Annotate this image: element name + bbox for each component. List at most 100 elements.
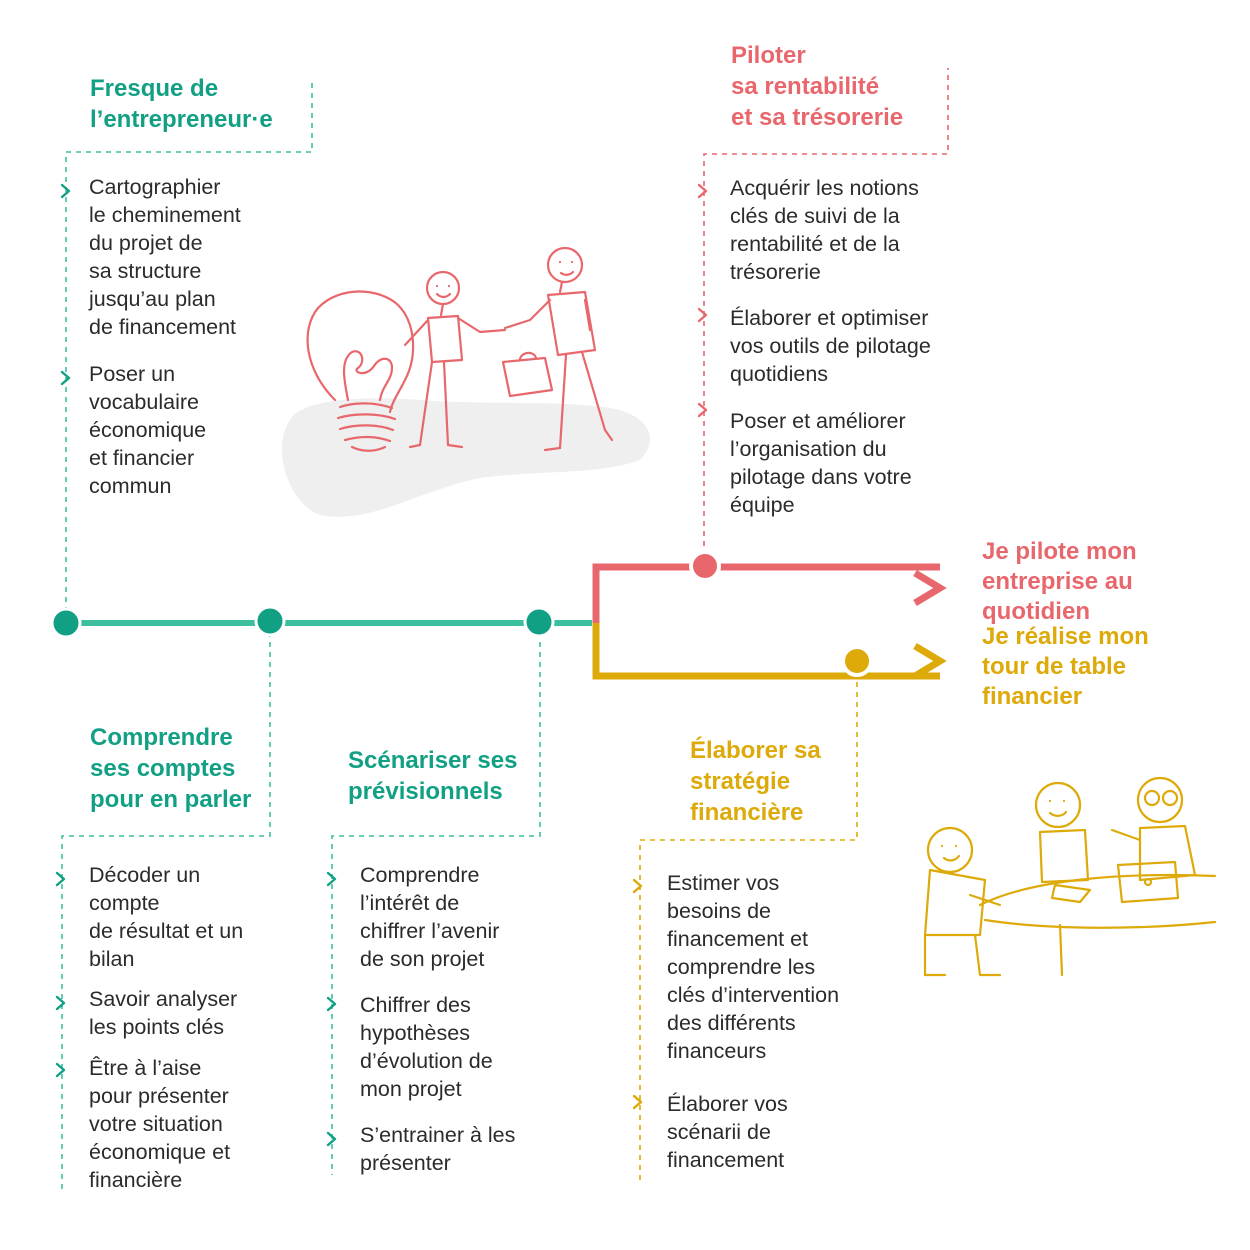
chevron-right-icon — [632, 1094, 643, 1110]
item-line: des différents — [667, 1011, 796, 1035]
item-line: comprendre les — [667, 955, 816, 979]
item-line: du projet de — [89, 231, 203, 255]
item-line: sa structure — [89, 259, 202, 283]
list-item: Cartographier le cheminement du projet d… — [89, 173, 241, 341]
list-item: Comprendre l’intérêt de chiffrer l’aveni… — [360, 861, 499, 973]
title-line: Scénariser ses — [348, 747, 518, 774]
item-line: les points clés — [89, 1015, 225, 1039]
connector-fresque — [65, 82, 313, 612]
module-title-previsionnels: Scénariser ses prévisionnels — [348, 745, 517, 807]
item-line: scénarii de — [667, 1120, 771, 1144]
item-line: économique et — [89, 1140, 231, 1164]
title-line: prévisionnels — [348, 778, 503, 805]
item-line: présenter — [360, 1151, 451, 1175]
item-line: compte — [89, 891, 160, 915]
item-line: bilan — [89, 947, 135, 971]
item-line: clés d’intervention — [667, 983, 840, 1007]
chevron-right-icon — [55, 995, 66, 1011]
item-line: quotidiens — [730, 362, 829, 386]
item-line: vos outils de pilotage — [730, 334, 931, 358]
item-line: Élaborer vos — [667, 1092, 788, 1116]
item-line: pilotage dans votre — [730, 465, 912, 489]
title-line: stratégie — [690, 768, 791, 795]
title-line: pour en parler — [90, 786, 252, 813]
chevron-right-icon — [326, 871, 337, 887]
item-line: d’évolution de — [360, 1049, 493, 1073]
item-line: jusqu’au plan — [89, 287, 216, 311]
chevron-right-icon — [55, 1062, 66, 1078]
list-item: Savoir analyser les points clés — [89, 985, 237, 1041]
outcome-line: Je pilote mon — [982, 538, 1137, 565]
node-piloter — [689, 550, 721, 582]
outcome-pilote: Je pilote mon entreprise au quotidien — [982, 537, 1137, 627]
title-line: sa rentabilité — [731, 73, 880, 100]
list-item: Élaborer et optimiser vos outils de pilo… — [730, 304, 931, 388]
title-line: Fresque de — [90, 75, 219, 102]
list-item: Chiffrer des hypothèses d’évolution de m… — [360, 991, 493, 1103]
list-item: Acquérir les notions clés de suivi de la… — [730, 174, 919, 286]
item-line: financière — [89, 1168, 183, 1192]
chevron-right-icon — [60, 370, 71, 386]
list-item: S’entrainer à les présenter — [360, 1121, 515, 1177]
title-line: l’entrepreneur·e — [90, 106, 273, 133]
lightbulb-handshake-illustration — [281, 246, 650, 517]
item-line: Cartographier — [89, 175, 221, 199]
list-item: Poser et améliorer l’organisation du pil… — [730, 407, 912, 519]
title-line: financière — [690, 799, 804, 826]
connector-comptes — [61, 632, 271, 1190]
item-line: trésorerie — [730, 260, 821, 284]
outcome-line: financier — [982, 683, 1083, 710]
item-line: hypothèses — [360, 1021, 470, 1045]
main-timeline — [50, 550, 947, 680]
item-line: Comprendre — [360, 863, 480, 887]
module-title-fresque: Fresque de l’entrepreneur·e — [90, 73, 273, 135]
outcome-line: quotidien — [982, 598, 1090, 625]
item-line: de financement — [89, 315, 237, 339]
module-title-strategie: Élaborer sa stratégie financière — [690, 735, 821, 828]
connector-piloter — [703, 68, 949, 556]
item-line: vocabulaire — [89, 390, 199, 414]
item-line: et financier — [89, 446, 195, 470]
item-line: financeurs — [667, 1039, 767, 1063]
chevron-right-icon — [55, 871, 66, 887]
item-line: l’intérêt de — [360, 891, 460, 915]
team-meeting-illustration — [923, 776, 1217, 977]
gold-arrowhead — [913, 642, 947, 680]
item-line: S’entrainer à les — [360, 1123, 516, 1147]
connector-strategie — [639, 672, 858, 1180]
item-line: votre situation — [89, 1112, 223, 1136]
node-fresque — [50, 607, 82, 639]
item-line: financement — [667, 1148, 785, 1172]
item-line: Acquérir les notions — [730, 176, 919, 200]
red-arrowhead — [913, 569, 947, 607]
node-previsionnels — [523, 606, 555, 638]
title-line: Élaborer sa — [690, 737, 821, 764]
red-branch — [592, 563, 940, 623]
item-line: financement et — [667, 927, 809, 951]
list-item: Estimer vos besoins de financement et co… — [667, 869, 839, 1065]
item-line: chiffrer l’avenir — [360, 919, 500, 943]
item-line: de son projet — [360, 947, 485, 971]
chevron-right-icon — [326, 996, 337, 1012]
item-line: équipe — [730, 493, 795, 517]
title-line: ses comptes — [90, 755, 236, 782]
outcome-line: Je réalise mon — [982, 623, 1149, 650]
list-item: Être à l’aise pour présenter votre situa… — [89, 1054, 230, 1194]
node-comptes — [254, 605, 286, 637]
item-line: commun — [89, 474, 172, 498]
title-line: Comprendre — [90, 724, 233, 751]
item-line: le cheminement — [89, 203, 241, 227]
outcome-line: entreprise au — [982, 568, 1133, 595]
item-line: Poser et améliorer — [730, 409, 906, 433]
chevron-right-icon — [697, 307, 708, 323]
item-line: pour présenter — [89, 1084, 229, 1108]
item-line: rentabilité et de la — [730, 232, 900, 256]
chevron-right-icon — [632, 878, 643, 894]
item-line: Estimer vos — [667, 871, 780, 895]
item-line: Savoir analyser — [89, 987, 238, 1011]
chevron-right-icon — [60, 183, 71, 199]
chevron-right-icon — [326, 1131, 337, 1147]
item-line: mon projet — [360, 1077, 462, 1101]
outcome-tour-de-table: Je réalise mon tour de table financier — [982, 622, 1149, 712]
